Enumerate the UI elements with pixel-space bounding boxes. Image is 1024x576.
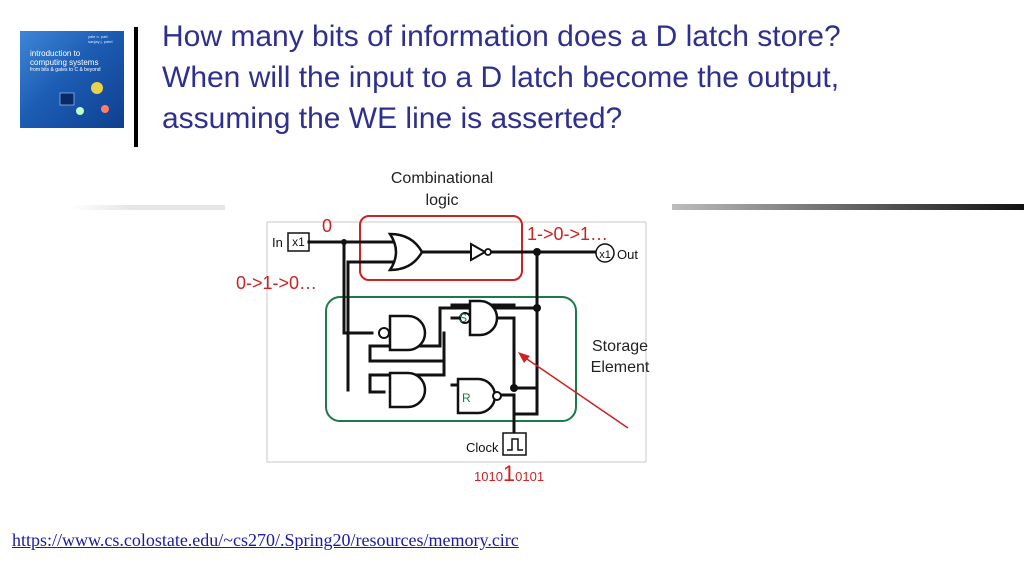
junction-dot xyxy=(533,304,541,312)
output-sequence-annotation: 1->0->1… xyxy=(527,224,608,244)
combinational-logic-label: Combinational xyxy=(391,170,493,187)
junction-dot xyxy=(533,248,541,256)
output-pin-label: Out xyxy=(617,247,638,262)
book-art xyxy=(59,82,109,115)
s-input-label: S xyxy=(459,311,467,325)
nand-gate-s xyxy=(468,299,499,337)
junction-dot xyxy=(510,384,518,392)
input-sequence-annotation: 0->1->0… xyxy=(236,273,317,293)
output-pin[interactable] xyxy=(595,243,615,263)
decorative-rule-right xyxy=(672,204,1024,210)
decorative-rule-left xyxy=(70,205,225,210)
book-title: introduction to computing systems from b… xyxy=(30,49,101,73)
nand-gate-r-bubble xyxy=(492,391,502,401)
clock-wave-icon xyxy=(507,438,523,451)
combinational-logic-box xyxy=(359,215,523,281)
not-gate xyxy=(470,242,488,262)
input-pin-label: In xyxy=(272,235,283,250)
annotation-arrow xyxy=(523,356,629,429)
annotation-arrowhead xyxy=(518,352,530,363)
slide-title: How many bits of information does a D la… xyxy=(162,16,1002,139)
nand-gate-1 xyxy=(388,314,427,352)
source-url-link[interactable]: https://www.cs.colostate.edu/~cs270/.Spr… xyxy=(12,530,519,550)
circuit-frame xyxy=(266,221,647,463)
r-input-label: R xyxy=(462,391,471,405)
storage-element-label-2: Element xyxy=(591,359,650,376)
clock-input[interactable] xyxy=(502,432,527,456)
title-line-2: When will the input to a D latch become … xyxy=(162,61,840,94)
title-line-1: How many bits of information does a D la… xyxy=(162,20,841,53)
combinational-logic-label-2: logic xyxy=(426,192,459,209)
nand-gate-s-bubble xyxy=(459,312,471,324)
or-gate xyxy=(387,232,424,272)
not-gate-bubble xyxy=(484,248,492,256)
output-probe-value: x1 xyxy=(599,249,611,261)
nand-gate-1-bubble xyxy=(378,327,390,339)
clock-label: Clock xyxy=(466,440,499,455)
textbook-cover-image: yale n. patt sanjay j. patel introductio… xyxy=(20,31,124,128)
storage-element-box xyxy=(325,296,577,422)
title-separator xyxy=(134,27,138,147)
book-authors: yale n. patt sanjay j. patel xyxy=(88,34,113,44)
input-probe-value: x1 xyxy=(292,235,305,249)
input-value-annotation: 0 xyxy=(322,216,332,236)
storage-element-label: Storage xyxy=(592,338,648,355)
junction-dot xyxy=(341,239,347,245)
nand-gate-2 xyxy=(388,371,427,409)
title-line-3: assuming the WE line is asserted? xyxy=(162,102,623,135)
clock-sequence-annotation: 101010101 xyxy=(474,461,544,486)
